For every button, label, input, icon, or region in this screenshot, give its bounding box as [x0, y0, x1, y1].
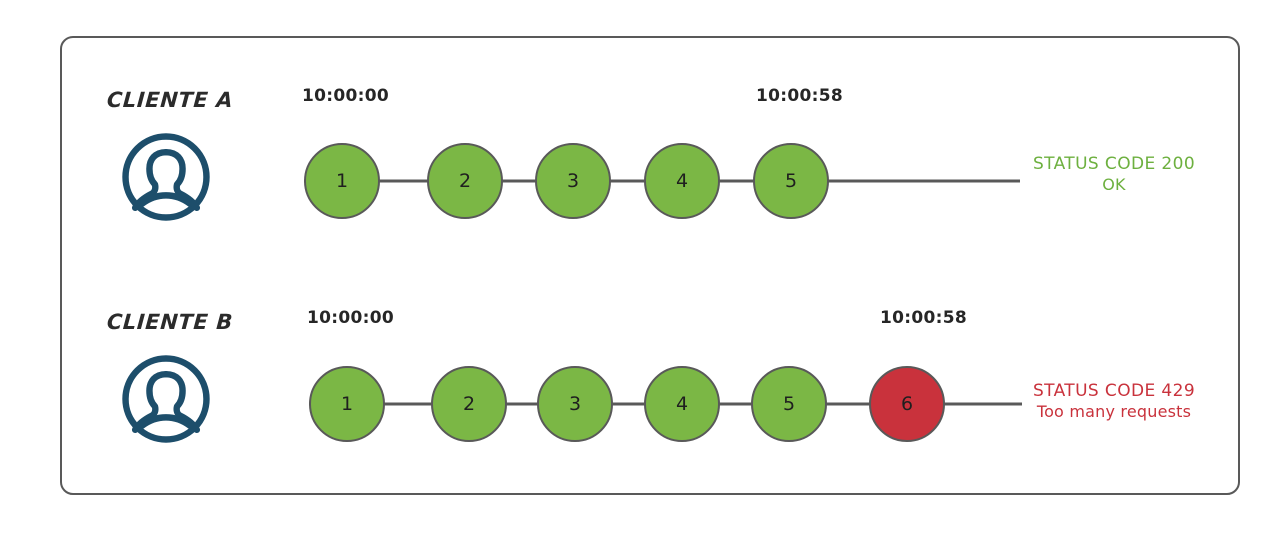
request-node-3[interactable]: 3 [537, 366, 613, 442]
client-b-request-chain: 1 2 3 4 5 6 [309, 364, 1025, 444]
request-node-3[interactable]: 3 [535, 143, 611, 219]
request-node-4[interactable]: 4 [644, 143, 720, 219]
request-node-4[interactable]: 4 [644, 366, 720, 442]
diagram-frame: CLIENTE A 10:00:00 10:00:58 1 2 3 4 5 ST… [60, 36, 1240, 495]
client-b-timestamp-start: 10:00:00 [307, 308, 394, 328]
status-code-text: STATUS CODE 429 [1032, 381, 1196, 401]
user-avatar-icon [120, 353, 212, 445]
status-code-text: STATUS CODE 200 [1032, 154, 1196, 174]
client-b-status-badge: STATUS CODE 429 Too many requests [1014, 381, 1214, 421]
request-node-5[interactable]: 5 [753, 143, 829, 219]
status-reason-text: Too many requests [1036, 401, 1192, 421]
client-a-timestamp-end: 10:00:58 [756, 86, 843, 106]
request-node-5[interactable]: 5 [751, 366, 827, 442]
request-node-6[interactable]: 6 [869, 366, 945, 442]
client-b-label: CLIENTE B [106, 310, 234, 334]
client-a-timestamp-start: 10:00:00 [302, 86, 389, 106]
request-node-1[interactable]: 1 [304, 143, 380, 219]
client-a-label: CLIENTE A [106, 88, 235, 112]
client-a-request-chain: 1 2 3 4 5 [304, 141, 1024, 221]
client-a-status-badge: STATUS CODE 200 OK [1014, 154, 1214, 194]
status-reason-text: OK [1102, 174, 1126, 194]
client-b-timestamp-end: 10:00:58 [880, 308, 967, 328]
user-avatar-icon [120, 131, 212, 223]
request-node-2[interactable]: 2 [431, 366, 507, 442]
request-node-1[interactable]: 1 [309, 366, 385, 442]
request-node-2[interactable]: 2 [427, 143, 503, 219]
